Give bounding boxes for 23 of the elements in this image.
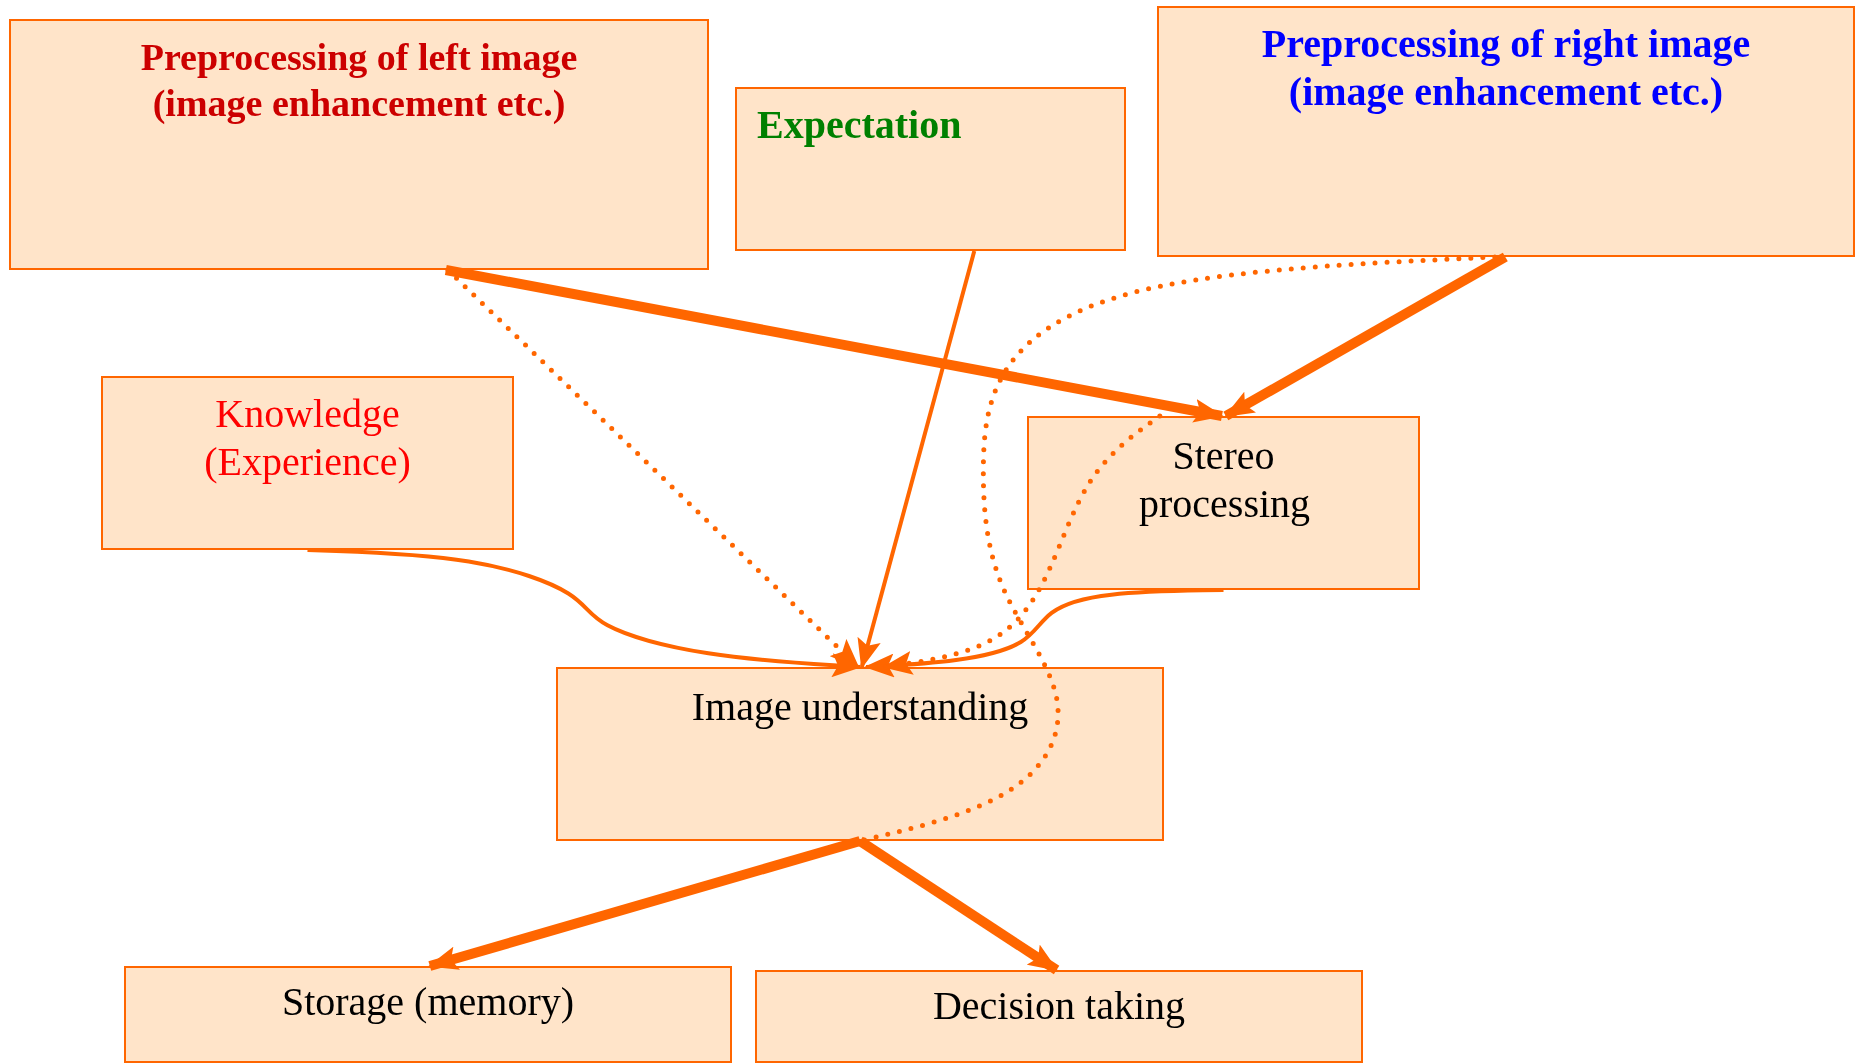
box-label: Preprocessing of right image (image enhancement etc.)	[1260, 20, 1752, 116]
box-label: Knowledge (Experience)	[203, 390, 412, 486]
arrow	[857, 836, 1060, 975]
process-box	[101, 376, 514, 550]
arrow	[307, 548, 862, 678]
process-box	[755, 970, 1363, 1063]
process-box	[1157, 6, 1855, 257]
process-box	[735, 87, 1126, 251]
arrow	[427, 836, 862, 971]
arrow	[864, 588, 1224, 678]
process-box	[124, 966, 732, 1063]
process-box	[9, 19, 709, 270]
arrow	[1223, 252, 1508, 421]
box-label: Preprocessing of left image (image enhancement etc.)	[139, 35, 579, 126]
process-box	[556, 667, 1164, 841]
box-label: Storage (memory)	[280, 978, 576, 1026]
box-label: Image understanding	[690, 683, 1030, 731]
box-label: Expectation	[756, 101, 963, 149]
arrow	[857, 250, 977, 669]
arrow	[444, 265, 1224, 423]
box-label: Stereo processing	[1138, 432, 1312, 528]
box-label: Decision taking	[931, 982, 1187, 1030]
process-box	[1027, 416, 1420, 590]
